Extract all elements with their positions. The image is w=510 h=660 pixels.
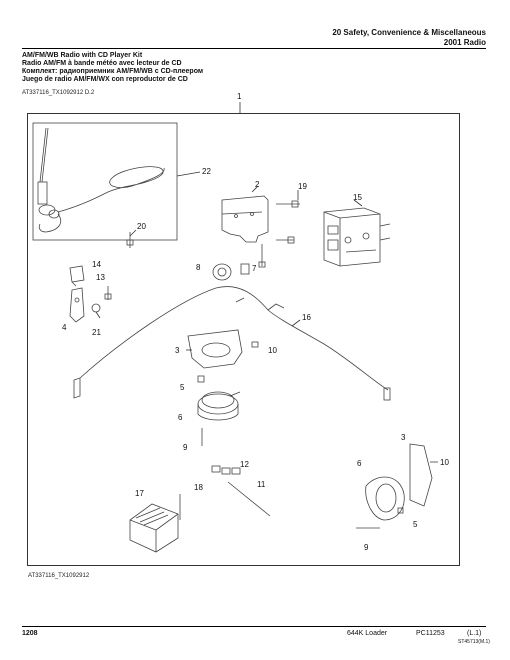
callout-3b: 3 (401, 433, 406, 442)
callout-19: 19 (298, 182, 307, 191)
callout-21: 21 (92, 328, 101, 337)
clips-12 (211, 465, 241, 475)
callout-13: 13 (96, 273, 105, 282)
speaker-bracket-3b (409, 443, 433, 507)
antenna-kit (37, 127, 165, 233)
callout-15: 15 (353, 193, 362, 202)
callout-16: 16 (302, 313, 311, 322)
callout-22-leader (176, 171, 201, 177)
screws-19 (276, 200, 300, 244)
figure-reference-top: AT337116_TX1092912 D.2 (22, 90, 95, 96)
callout-11: 11 (257, 480, 266, 489)
subsection-heading: 2001 Radio (443, 38, 486, 47)
callout-16-leader (291, 319, 301, 327)
title-french: Radio AM/FM à bande météo avec lecteur d… (22, 60, 182, 67)
callout-4: 4 (62, 323, 67, 332)
callout-12: 12 (240, 460, 249, 469)
speaker-6b (365, 476, 405, 521)
nut-5a (197, 375, 205, 383)
nut-5b (397, 507, 404, 514)
footer-model: 644K Loader (347, 630, 388, 637)
wire-harness-16 (73, 286, 391, 401)
callout-18: 18 (194, 483, 203, 492)
bolt-13 (104, 286, 112, 300)
title-spanish: Juego de radio AM/FM/WX con reproductor … (22, 76, 188, 83)
callout-6b: 6 (357, 459, 362, 468)
page-number: 1208 (22, 630, 38, 637)
antenna-inset-box (32, 122, 178, 241)
callout-14: 14 (92, 260, 101, 269)
speaker-bracket-3 (187, 329, 243, 369)
callout-21-leader (95, 311, 101, 319)
callout-3a: 3 (175, 346, 180, 355)
header-divider (22, 48, 486, 49)
footer-code: ST45713(M.1) (458, 639, 490, 645)
callout-2-leader (251, 185, 259, 193)
callout-20-leader (129, 229, 137, 237)
footer-divider (22, 626, 486, 627)
illustration-frame (27, 113, 460, 566)
callout-10a: 10 (268, 346, 277, 355)
plug-7 (240, 263, 250, 275)
callout-5b: 5 (413, 520, 418, 529)
callout-1: 1 (237, 92, 242, 101)
callout-10b: 10 (440, 458, 449, 467)
title-russian: Комплект: радиоприемник AM/FM/WB с CD-пл… (22, 68, 204, 75)
cable-tie-11 (227, 481, 271, 517)
figure-reference-bottom: AT337116_TX1092912 (28, 573, 90, 579)
screw-10a (251, 341, 259, 348)
callout-9b: 9 (364, 543, 369, 552)
callout-15-leader (353, 199, 363, 207)
section-heading: 20 Safety, Convenience & Miscellaneous (332, 28, 486, 37)
title-english: AM/FM/WB Radio with CD Player Kit (22, 52, 143, 59)
callout-9a: 9 (183, 443, 188, 452)
grommet-8 (212, 263, 232, 281)
callout-2: 2 (255, 180, 260, 189)
callout-22: 22 (202, 167, 211, 176)
callout-8: 8 (196, 263, 201, 272)
radio-unit-15 (323, 207, 391, 267)
amplifier-17 (129, 503, 179, 553)
callout-7: 7 (252, 264, 257, 273)
callout-6a: 6 (178, 413, 183, 422)
radio-bracket (221, 195, 269, 243)
footer-doc-id: PC11253 (416, 630, 445, 637)
spacer-14 (69, 265, 85, 287)
speaker-6a (197, 391, 241, 421)
mount-bracket-4 (69, 287, 85, 323)
callout-17: 17 (135, 489, 144, 498)
screw-7 (258, 244, 266, 268)
footer-revision: (L.1) (467, 630, 482, 637)
screw-20 (126, 232, 134, 248)
washer-21 (91, 303, 101, 313)
callout-5a: 5 (180, 383, 185, 392)
callout-20: 20 (137, 222, 146, 231)
